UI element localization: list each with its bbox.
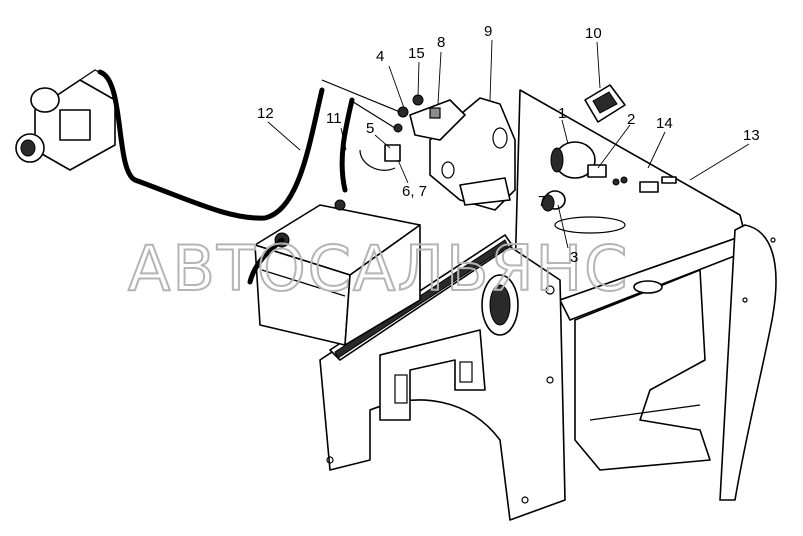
fasteners <box>393 94 424 133</box>
fasteners-13-14 <box>612 176 677 193</box>
callout-3: 3 <box>570 249 578 266</box>
callout-11: 11 <box>326 110 342 127</box>
battery <box>254 199 421 346</box>
relay-5 <box>359 144 401 171</box>
callout-13: 13 <box>743 127 760 144</box>
switch-disk <box>481 274 519 336</box>
callout-8: 8 <box>437 34 445 51</box>
callout-4: 4 <box>376 48 384 65</box>
link-arm <box>379 329 486 421</box>
callouts: 1 2 3 4 5 6, 7 7 8 9 10 11 12 13 14 15 <box>257 23 760 266</box>
switch-8 <box>409 99 466 141</box>
watermark-text: АВТОСАЛЬЯНС <box>128 232 629 305</box>
callout-5: 5 <box>366 120 374 137</box>
leader-lines <box>267 39 750 249</box>
label-plate-10 <box>584 84 626 123</box>
cables <box>97 69 401 285</box>
callout-1: 1 <box>558 105 566 122</box>
callout-2: 2 <box>627 111 635 128</box>
callout-10: 10 <box>585 25 602 42</box>
callout-12: 12 <box>257 105 274 122</box>
callout-7: 7 <box>538 193 546 210</box>
callout-6-7: 6, 7 <box>402 183 427 200</box>
callout-14: 14 <box>656 115 673 132</box>
mass-switch <box>541 141 607 212</box>
callout-15: 15 <box>408 45 425 62</box>
callout-9: 9 <box>484 23 492 40</box>
starter-motor <box>15 69 116 171</box>
